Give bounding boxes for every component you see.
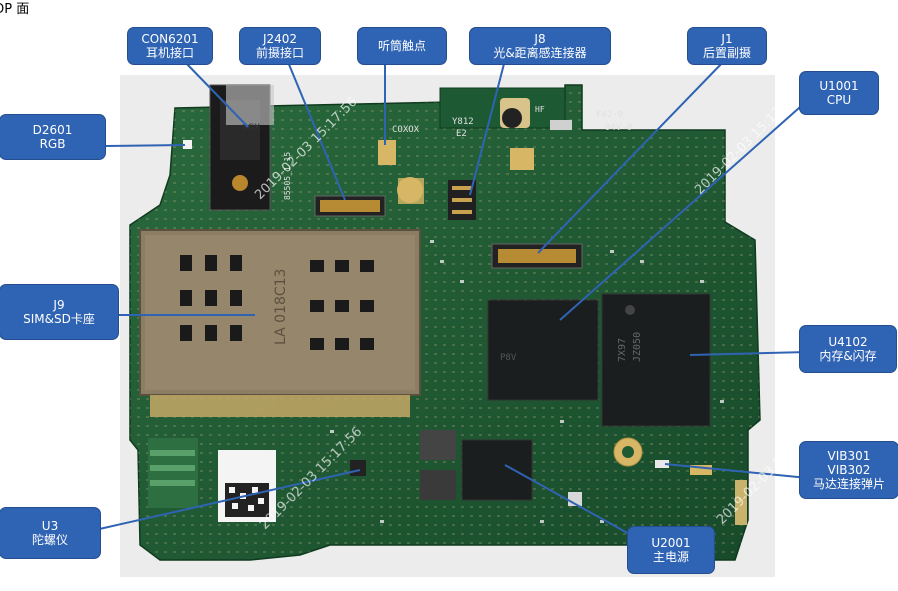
callout-u2001: U2001 主电源 (628, 527, 714, 573)
callout-u3-code: U3 (41, 519, 59, 533)
callout-d2601-code: D2601 (32, 123, 73, 137)
callout-u4102-desc: 内存&闪存 (819, 349, 877, 363)
callout-u1001: U1001 CPU (800, 72, 878, 114)
silk-chip1: 7X97 (617, 338, 628, 362)
callout-receiver-desc: 听筒触点 (377, 39, 426, 53)
silk-85505: 85505_1_15 (283, 152, 292, 200)
silk-coxox: COXOX (392, 125, 420, 135)
callout-u2001-desc: 主电源 (652, 550, 689, 564)
silk-chip2: JZ050 (632, 332, 643, 362)
callout-u3: U3 陀螺仪 (0, 508, 100, 558)
callout-j8: J8 光&距离感连接器 (470, 28, 610, 64)
rgb-led (183, 140, 192, 149)
callout-j2402-desc: 前摄接口 (255, 46, 304, 60)
silk-hf: HF (535, 105, 545, 114)
callout-pointers (94, 59, 809, 541)
memory-chip (601, 293, 711, 427)
callout-d2601: D2601 RGB (0, 115, 105, 159)
page-title: OP 面 (0, 2, 30, 17)
callout-u1001-desc: CPU (826, 93, 852, 107)
receiver-contact (378, 140, 396, 165)
silk-94v: 94V-0 (605, 123, 632, 133)
power-ic (461, 439, 533, 501)
callout-j8-code: J8 (534, 32, 546, 46)
callout-j1-desc: 后置副摄 (702, 46, 751, 60)
callout-u4102-code: U4102 (828, 335, 868, 349)
callout-con6201-code: CON6201 (141, 32, 199, 46)
callout-u4102: U4102 内存&闪存 (800, 326, 896, 372)
silk-la: LA 018C13 (273, 269, 289, 345)
silk-y812: Y812 (452, 117, 474, 127)
callout-j8-desc: 光&距离感连接器 (493, 46, 587, 60)
silk-cpu-mark: P8V (500, 353, 517, 363)
callout-j2402-code: J2402 (262, 32, 298, 46)
motor-contact (655, 460, 669, 468)
callout-u3-desc: 陀螺仪 (31, 533, 68, 547)
callout-j9: J9 SIM&SD卡座 (0, 285, 118, 339)
callout-d2601-desc: RGB (39, 137, 66, 151)
callout-con6201: CON6201 耳机接口 (128, 28, 212, 64)
callout-vib-code2: VIB302 (827, 463, 871, 477)
callout-receiver: 听筒触点 (358, 28, 446, 64)
callout-vib-code1: VIB301 (827, 449, 871, 463)
callout-j9-desc: SIM&SD卡座 (23, 312, 95, 326)
callout-vib-desc: 马达连接弹片 (812, 477, 885, 491)
callout-j9-code: J9 (53, 298, 65, 312)
callout-vib: VIB301 VIB302 马达连接弹片 (800, 442, 898, 498)
callout-u1001-code: U1001 (819, 79, 859, 93)
silk-e2: E2 (456, 129, 467, 139)
callout-j2402: J2402 前摄接口 (240, 28, 320, 64)
callout-j1: J1 后置副摄 (688, 28, 766, 64)
silk-f42: F42-9 (596, 110, 623, 120)
callout-j1-code: J1 (721, 32, 733, 46)
callout-con6201-desc: 耳机接口 (145, 46, 194, 60)
gyroscope-chip (350, 460, 366, 476)
cpu-chip (487, 299, 599, 401)
silk-8cx: 8CX (242, 123, 260, 133)
callout-u2001-code: U2001 (651, 536, 691, 550)
